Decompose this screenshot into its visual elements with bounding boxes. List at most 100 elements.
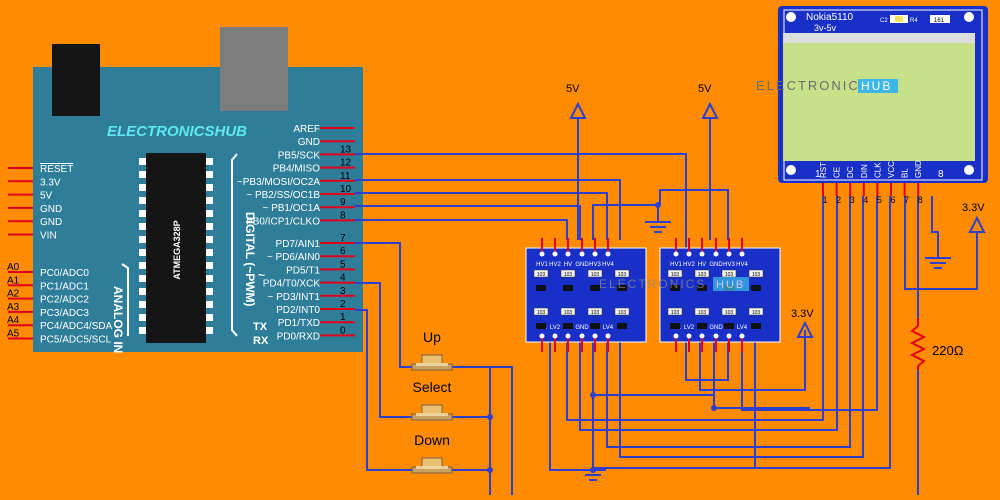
shifter-lv-label: LV2: [550, 325, 561, 331]
lcd-pin-number: 1: [822, 195, 827, 205]
lcd-subtitle: 3v-5v: [814, 23, 837, 33]
digital-pin-number: 7: [340, 233, 346, 244]
shifter-resistor-code: 103: [671, 272, 680, 278]
chip-pin: [206, 249, 213, 256]
digital-pin-number: 0: [340, 325, 346, 336]
digital-pin-label: PB5/SCK: [278, 150, 321, 161]
digital-pin-number: 10: [340, 184, 352, 195]
chip-pin: [139, 236, 146, 243]
analog-pin-label: PC4/ADC4/SDA: [40, 321, 113, 332]
analog-pin-label: PC2/ADC2: [40, 295, 89, 306]
ground-symbol: [580, 469, 606, 481]
atmega-chip: [146, 153, 206, 343]
chip-label: ATMEGA328P: [172, 220, 182, 279]
lcd-pin-number: 4: [863, 195, 868, 205]
analog-pin-name: A0: [7, 262, 20, 273]
shifter-hv-label: HV3: [723, 262, 735, 268]
chip-pin: [139, 210, 146, 217]
level-shifter-right: HV1LV1HV2LV2HVLVGNDGNDHV3LV3HV4LV4103103…: [659, 238, 781, 352]
chip-pin: [139, 197, 146, 204]
svg-text:R4: R4: [910, 18, 918, 24]
shifter-hv-label: HV2: [683, 262, 695, 268]
lcd-pin-number: 2: [836, 195, 841, 205]
push-button-down[interactable]: Down: [400, 432, 453, 474]
arduino-uno-board: ELECTRONICSHUB ATMEGA328P ANALOG IN DIGI…: [7, 27, 363, 353]
chip-pin: [206, 327, 213, 334]
analog-pin-name: A2: [7, 289, 20, 300]
analog-in-label: ANALOG IN: [111, 286, 125, 353]
chip-pin: [206, 288, 213, 295]
push-button-up[interactable]: Up: [400, 329, 453, 371]
lcd-pin-label: CE: [833, 167, 842, 178]
chip-pin: [139, 249, 146, 256]
shifter-resistor-code: 103: [537, 272, 546, 278]
digital-pin-number: 12: [340, 158, 352, 169]
junction-dots: [487, 202, 717, 473]
chip-pin: [139, 184, 146, 191]
power-pin-label: 3.3V: [40, 177, 61, 188]
resistor-label: 220Ω: [932, 343, 964, 358]
chip-pin: [206, 301, 213, 308]
chip-pin: [206, 275, 213, 282]
chip-pin: [139, 171, 146, 178]
power-pin-label: GND: [40, 204, 62, 215]
analog-pin-name: A4: [7, 315, 20, 326]
digital-pin-label: PD1/TXD: [278, 318, 320, 329]
shifter-hv-label: HV: [564, 262, 572, 268]
lcd-title: Nokia5110: [806, 12, 854, 23]
shifter-resistor-code: 103: [671, 310, 680, 316]
analog-pin-label: PC1/ADC1: [40, 281, 89, 292]
digital-pwm-label: DIGITAL (~PWM): [243, 212, 257, 307]
chip-pin: [206, 314, 213, 321]
analog-pin-name: A5: [7, 329, 20, 340]
shifter-hv-label: GND: [709, 262, 723, 268]
lcd-pin-label: DIN: [860, 164, 869, 178]
digital-pin-label: GND: [298, 137, 320, 148]
lcd-pin-label: VCC: [887, 161, 896, 178]
chip-pin: [139, 158, 146, 165]
digital-pin-number: 11: [340, 171, 351, 182]
svg-text:3.3V: 3.3V: [791, 308, 814, 320]
digital-pin-label: ~ PB2/SS/OC1B: [246, 190, 320, 201]
analog-pin-name: A3: [7, 302, 20, 313]
digital-pin-number: 6: [340, 246, 346, 257]
shifter-resistor-code: 103: [537, 310, 546, 316]
digital-pin-label: ~PB3/MOSI/OC2A: [237, 177, 320, 188]
chip-pin: [206, 197, 213, 204]
lcd-pin-label: BL: [901, 168, 910, 178]
power-pin-label: RESET: [40, 164, 73, 175]
nokia5110-lcd: Nokia5110 3v-5v C2 R4 161 1 8 RST1CE2DC3…: [778, 6, 988, 205]
shifter-resistor-code: 103: [618, 272, 627, 278]
lcd-corner-one: 1: [815, 169, 821, 180]
supply-5v-right: 5V: [698, 83, 719, 119]
digital-pin-number: 4: [340, 273, 346, 284]
lcd-pin-number: 7: [904, 195, 909, 205]
ground-symbol: [645, 221, 671, 233]
shifter-resistor-code: 103: [698, 310, 707, 316]
shifter-hv-label: HV3: [589, 262, 601, 268]
lcd-pin-number: 3: [850, 195, 855, 205]
lcd-screen: [783, 33, 975, 161]
digital-pin-label: PB4/MISO: [273, 164, 320, 175]
lcd-pin-number: 8: [918, 195, 923, 205]
chip-pin: [139, 262, 146, 269]
chip-pin: [139, 314, 146, 321]
pwm-tilde-mark: ~: [258, 268, 265, 282]
digital-pin-number: 2: [340, 299, 346, 310]
power-pin-label: 5V: [40, 191, 53, 202]
svg-text:ELECTRONICS: ELECTRONICS: [756, 78, 870, 93]
power-pin-label: VIN: [40, 231, 57, 242]
lcd-pin-label: DC: [846, 166, 855, 178]
shifter-resistor-code: 103: [725, 272, 734, 278]
button-label: Down: [414, 432, 450, 448]
analog-pin-label: PC5/ADC5/SCL: [40, 335, 112, 346]
push-button-select[interactable]: Select: [400, 379, 453, 421]
shifter-resistor-code: 103: [564, 272, 573, 278]
supply-3v3-mid: 3.3V: [791, 308, 814, 338]
tx-label: TX: [253, 321, 268, 333]
digital-pin-label: PD0/RXD: [277, 331, 320, 342]
svg-text:5V: 5V: [698, 83, 712, 95]
chip-pin: [206, 158, 213, 165]
power-pin-label: GND: [40, 217, 62, 228]
chip-pin: [206, 171, 213, 178]
